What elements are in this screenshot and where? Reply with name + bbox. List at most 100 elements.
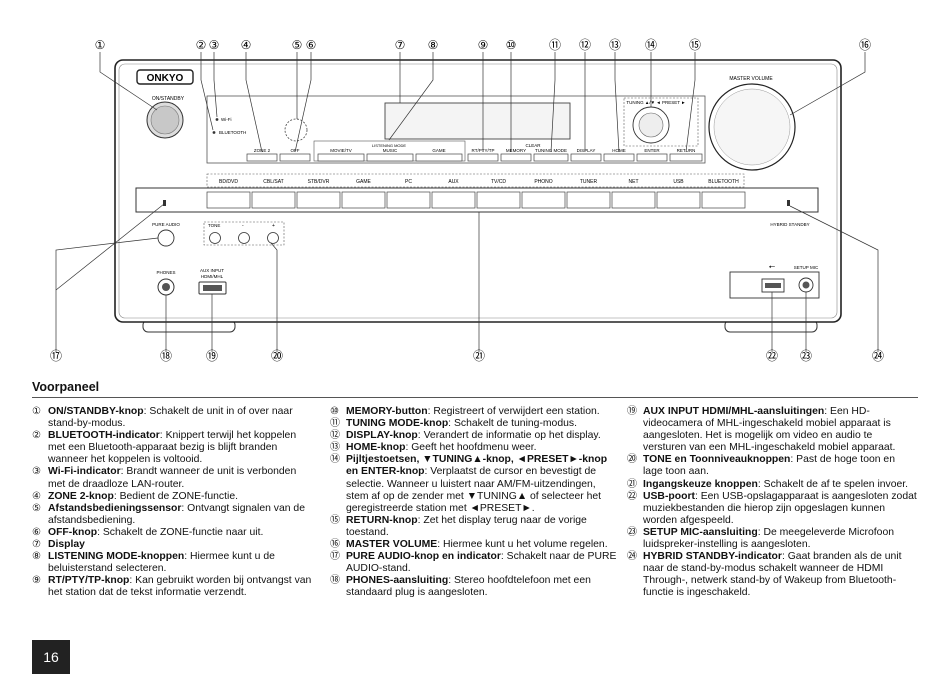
tuning-dial-center[interactable] [638, 112, 664, 138]
item-term: Pijltjestoetsen, ▼TUNING▲-knop, ◄PRESET►… [346, 454, 608, 478]
input-button-label: AUX [448, 179, 459, 185]
input-button[interactable] [296, 191, 341, 209]
game-mode-button[interactable] [415, 153, 463, 162]
input-button[interactable] [701, 191, 746, 209]
input-button[interactable] [611, 191, 656, 209]
input-button[interactable] [341, 191, 386, 209]
item-number: ⑬ [330, 442, 340, 454]
callout-number: ⑯ [859, 38, 871, 52]
callout-number: ⑧ [428, 38, 439, 52]
off-button[interactable] [279, 153, 311, 162]
item-description: : Schakelt naar de PURE AUDIO-stand. [346, 551, 617, 575]
item-number: ㉓ [627, 526, 637, 538]
aux-input-label: AUX INPUT [200, 268, 224, 273]
input-button[interactable] [431, 191, 476, 209]
item-term: RETURN-knop [346, 514, 418, 526]
input-button-label: PC [405, 179, 412, 185]
item-number: ⑮ [330, 514, 340, 526]
item-term: MEMORY-button [346, 406, 428, 417]
music-button[interactable] [366, 153, 414, 162]
callout-number: ㉔ [872, 349, 884, 363]
item-description: : Stereo hoofdtelefoon met een standaard… [346, 575, 591, 599]
callout-number: ⑰ [50, 349, 62, 363]
callout-number: ⑪ [549, 38, 561, 52]
tone-up-button[interactable] [267, 232, 279, 244]
item-description: : Hiermee kunt u het volume regelen. [437, 539, 608, 551]
item-term: SETUP MIC-aansluiting [643, 526, 758, 538]
input-button-label: STB/DVR [308, 179, 330, 185]
input-button[interactable] [566, 191, 611, 209]
item-number: ⑯ [330, 539, 340, 551]
item-text: AUX INPUT HDMI/MHL-aansluitingen: Een HD… [643, 406, 917, 454]
tone-button[interactable] [209, 232, 221, 244]
return-button[interactable] [669, 153, 703, 162]
input-button[interactable] [386, 191, 431, 209]
input-button-label: BD/DVD [219, 179, 238, 185]
input-button[interactable] [476, 191, 521, 209]
tone-group [203, 221, 285, 246]
rt-pty-tp-button[interactable] [467, 153, 499, 162]
input-button[interactable] [521, 191, 566, 209]
upper-control-area [206, 95, 706, 164]
phones-jack-hole [162, 283, 170, 291]
callout-number: ⑮ [689, 38, 701, 52]
item-description: : Kan gebruikt worden bij ontvangst van … [48, 575, 312, 599]
tuning-mode-button[interactable] [533, 153, 569, 162]
tuning-preset-area [623, 97, 699, 147]
item-description: : De meegeleverde Microfoon luidspreker-… [643, 526, 895, 551]
item-description: : Schakelt de af te spelen invoer. [757, 478, 909, 490]
movie-tv-button[interactable] [317, 153, 365, 162]
item-number: ④ [32, 490, 41, 502]
callout-number: ③ [209, 38, 220, 52]
item-text: RETURN-knop: Zet het display terug naar … [346, 515, 620, 539]
item-description: : Ontvangt signalen van de afstandsbedie… [48, 502, 305, 526]
clear-label: CLEAR [525, 143, 541, 148]
callout-number: ⑳ [271, 349, 283, 363]
display-button[interactable] [570, 153, 602, 162]
input-button[interactable] [656, 191, 701, 209]
item-term: TONE en Toonniveauknoppen [643, 454, 791, 466]
tone-down-button[interactable] [238, 232, 250, 244]
item-term: HYBRID STANDBY-indicator [643, 551, 782, 563]
callout-number: ④ [241, 38, 252, 52]
tuning-preset-label: TUNING ▲/▼ ◄ PRESET ► [626, 100, 685, 105]
input-button[interactable] [206, 191, 251, 209]
item-term: ZONE 2-knop [48, 490, 114, 502]
callout-number: ⑤ [292, 38, 303, 52]
item-number: ① [32, 406, 41, 417]
enter-button[interactable] [636, 153, 668, 162]
item-number: ⑳ [627, 454, 637, 466]
input-button-label: BLUETOOTH [708, 179, 739, 185]
zone2-button[interactable] [246, 153, 278, 162]
item-text: ZONE 2-knop: Bedient de ZONE-functie. [48, 491, 314, 503]
item-term: RT/PTY/TP-knop [48, 575, 130, 587]
phones-label: PHONES [156, 270, 175, 275]
callout-number: ⑫ [579, 38, 591, 52]
callout-number: ② [196, 38, 207, 52]
item-term: BLUETOOTH-indicator [48, 430, 160, 442]
enter-label: ENTER [644, 148, 660, 153]
input-button[interactable] [251, 191, 296, 209]
item-description: : Verandert de informatie op het display… [417, 430, 601, 442]
pure-audio-button[interactable] [157, 229, 175, 247]
memory-button[interactable] [500, 153, 532, 162]
item-description: : Brandt wanneer de unit is verbonden me… [48, 466, 297, 490]
input-button-label: TUNER [580, 179, 598, 185]
home-button[interactable] [603, 153, 635, 162]
callout-number: ⑩ [506, 38, 517, 52]
callout-number: ㉓ [800, 349, 812, 363]
receiver-inner-panel [118, 63, 838, 319]
item-term: DISPLAY-knop [346, 430, 418, 442]
section-divider [32, 397, 918, 398]
callout-number: ㉑ [473, 349, 485, 363]
item-number: ㉒ [627, 490, 637, 502]
